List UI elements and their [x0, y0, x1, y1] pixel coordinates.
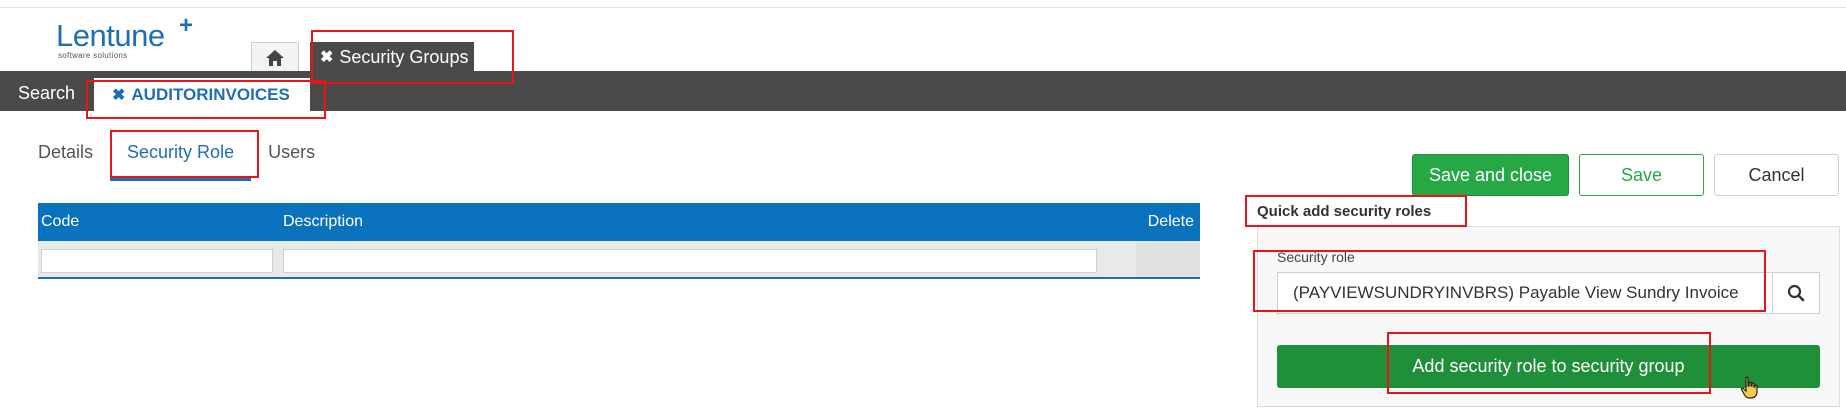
- logo-tagline: software solutions: [58, 51, 128, 60]
- hand-cursor-icon: [1740, 376, 1758, 399]
- grid-header: Code Description Delete: [38, 203, 1200, 241]
- save-button[interactable]: Save: [1579, 154, 1704, 196]
- cancel-button[interactable]: Cancel: [1714, 154, 1839, 196]
- security-role-label: Security role: [1277, 249, 1355, 265]
- column-code: Code: [41, 213, 80, 230]
- tab-security-groups[interactable]: ✖ Security Groups: [310, 42, 474, 72]
- subtab-security-role[interactable]: Security Role: [127, 142, 235, 162]
- active-subtab-indicator: [110, 178, 251, 181]
- tab-auditorinvoices-label: AUDITORINVOICES: [131, 84, 290, 104]
- lentune-logo: Lentune + software solutions: [56, 12, 196, 62]
- search-tab[interactable]: Search: [18, 83, 76, 103]
- subtab-users[interactable]: Users: [268, 142, 316, 162]
- record-subtabs: Details Security Role Users: [38, 142, 349, 163]
- subtab-details[interactable]: Details: [38, 142, 94, 162]
- tab-auditorinvoices[interactable]: ✖ AUDITORINVOICES: [94, 78, 310, 111]
- description-filter-input[interactable]: [283, 249, 1097, 273]
- security-role-search-button[interactable]: [1772, 272, 1820, 314]
- quick-add-title: Quick add security roles: [1257, 203, 1432, 220]
- grid-filter-row: [38, 241, 1200, 279]
- logo-plus: +: [179, 12, 194, 39]
- home-icon: [266, 49, 284, 66]
- home-tab[interactable]: [251, 42, 299, 72]
- add-security-role-button[interactable]: Add security role to security group: [1277, 345, 1820, 388]
- code-filter-input[interactable]: [41, 249, 273, 273]
- security-role-grid: Code Description Delete: [38, 203, 1200, 279]
- tab-security-groups-label: Security Groups: [339, 46, 469, 67]
- save-and-close-button[interactable]: Save and close: [1412, 154, 1569, 196]
- column-delete: Delete: [1147, 213, 1194, 230]
- logo-text: Lentune: [56, 18, 165, 53]
- security-role-input[interactable]: (PAYVIEWSUNDRYINVBRS) Payable View Sundr…: [1277, 272, 1773, 314]
- column-description: Description: [283, 213, 364, 230]
- top-divider: [0, 7, 1846, 8]
- delete-filter-cell: [1136, 241, 1200, 277]
- close-record-tab-icon[interactable]: ✖: [112, 86, 126, 104]
- search-icon: [1787, 284, 1805, 302]
- close-tab-icon[interactable]: ✖: [320, 49, 334, 66]
